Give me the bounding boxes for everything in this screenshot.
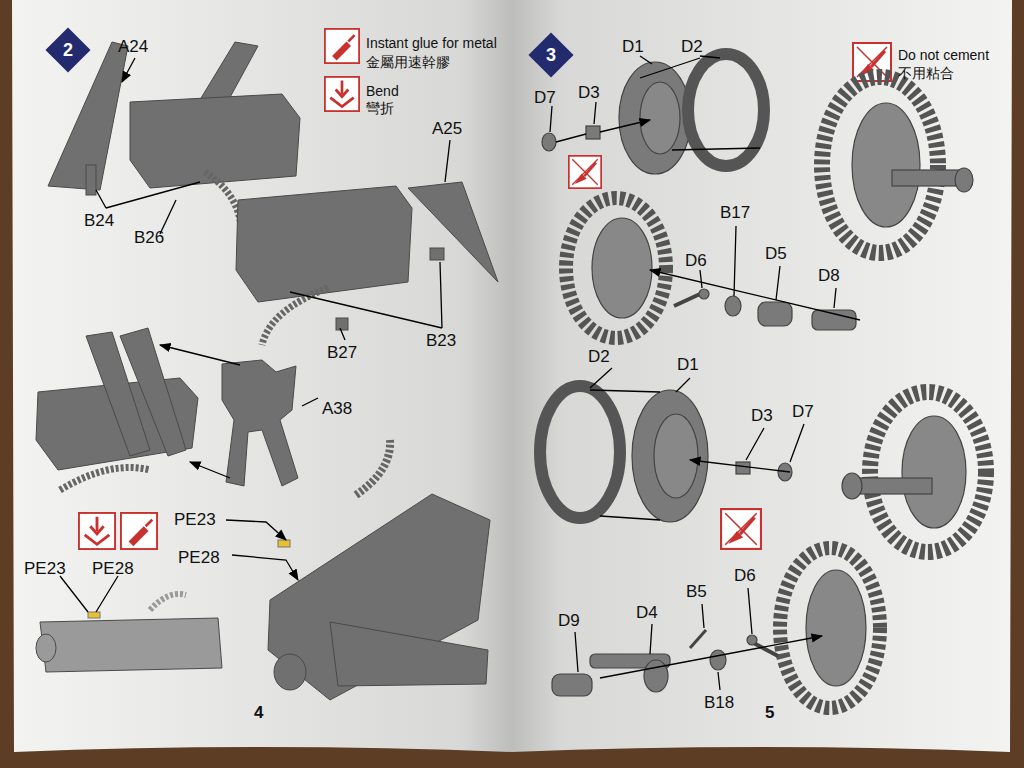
part-callout: A38 <box>322 400 352 417</box>
step-number: 3 <box>546 45 556 66</box>
legend-text: 金屬用速幹膠 <box>366 55 450 70</box>
part-callout: D1 <box>622 38 644 55</box>
part-callout: A24 <box>118 38 148 55</box>
step-number: 2 <box>63 40 73 61</box>
part-callout: D6 <box>734 567 756 584</box>
legend-text: 彎折 <box>366 101 394 116</box>
page-number: 4 <box>254 704 263 721</box>
part-callout: D3 <box>751 407 773 424</box>
part-callout: B18 <box>704 694 734 711</box>
step-diamond: 2 <box>45 27 91 73</box>
part-callout: D1 <box>677 356 699 373</box>
part-callout: B17 <box>720 204 750 221</box>
part-callout: PE23 <box>174 511 216 528</box>
part-callout: B23 <box>426 332 456 349</box>
part-callout: B24 <box>84 212 114 229</box>
part-callout: D7 <box>792 403 814 420</box>
part-callout: PE23 <box>24 560 66 577</box>
part-callout: D3 <box>578 84 600 101</box>
legend-text: 不用粘合 <box>898 66 954 81</box>
part-callout: A25 <box>432 120 462 137</box>
part-callout: D2 <box>588 348 610 365</box>
step-diamond: 3 <box>528 32 574 78</box>
legend-text: Bend <box>366 84 399 99</box>
legend-text: Do not cement <box>898 48 989 63</box>
part-callout: D8 <box>818 267 840 284</box>
part-callout: D7 <box>534 89 556 106</box>
legend-text: Instant glue for metal <box>366 36 497 51</box>
part-callout: D4 <box>636 604 658 621</box>
part-callout: D9 <box>558 612 580 629</box>
part-callout: PE28 <box>178 549 220 566</box>
part-callout: D2 <box>681 38 703 55</box>
part-callout: D6 <box>685 252 707 269</box>
part-callout: B26 <box>134 229 164 246</box>
part-callout: B5 <box>686 583 707 600</box>
page-number: 5 <box>765 704 774 721</box>
part-callout: PE28 <box>92 560 134 577</box>
part-callout: D5 <box>765 245 787 262</box>
part-callout: B27 <box>327 344 357 361</box>
